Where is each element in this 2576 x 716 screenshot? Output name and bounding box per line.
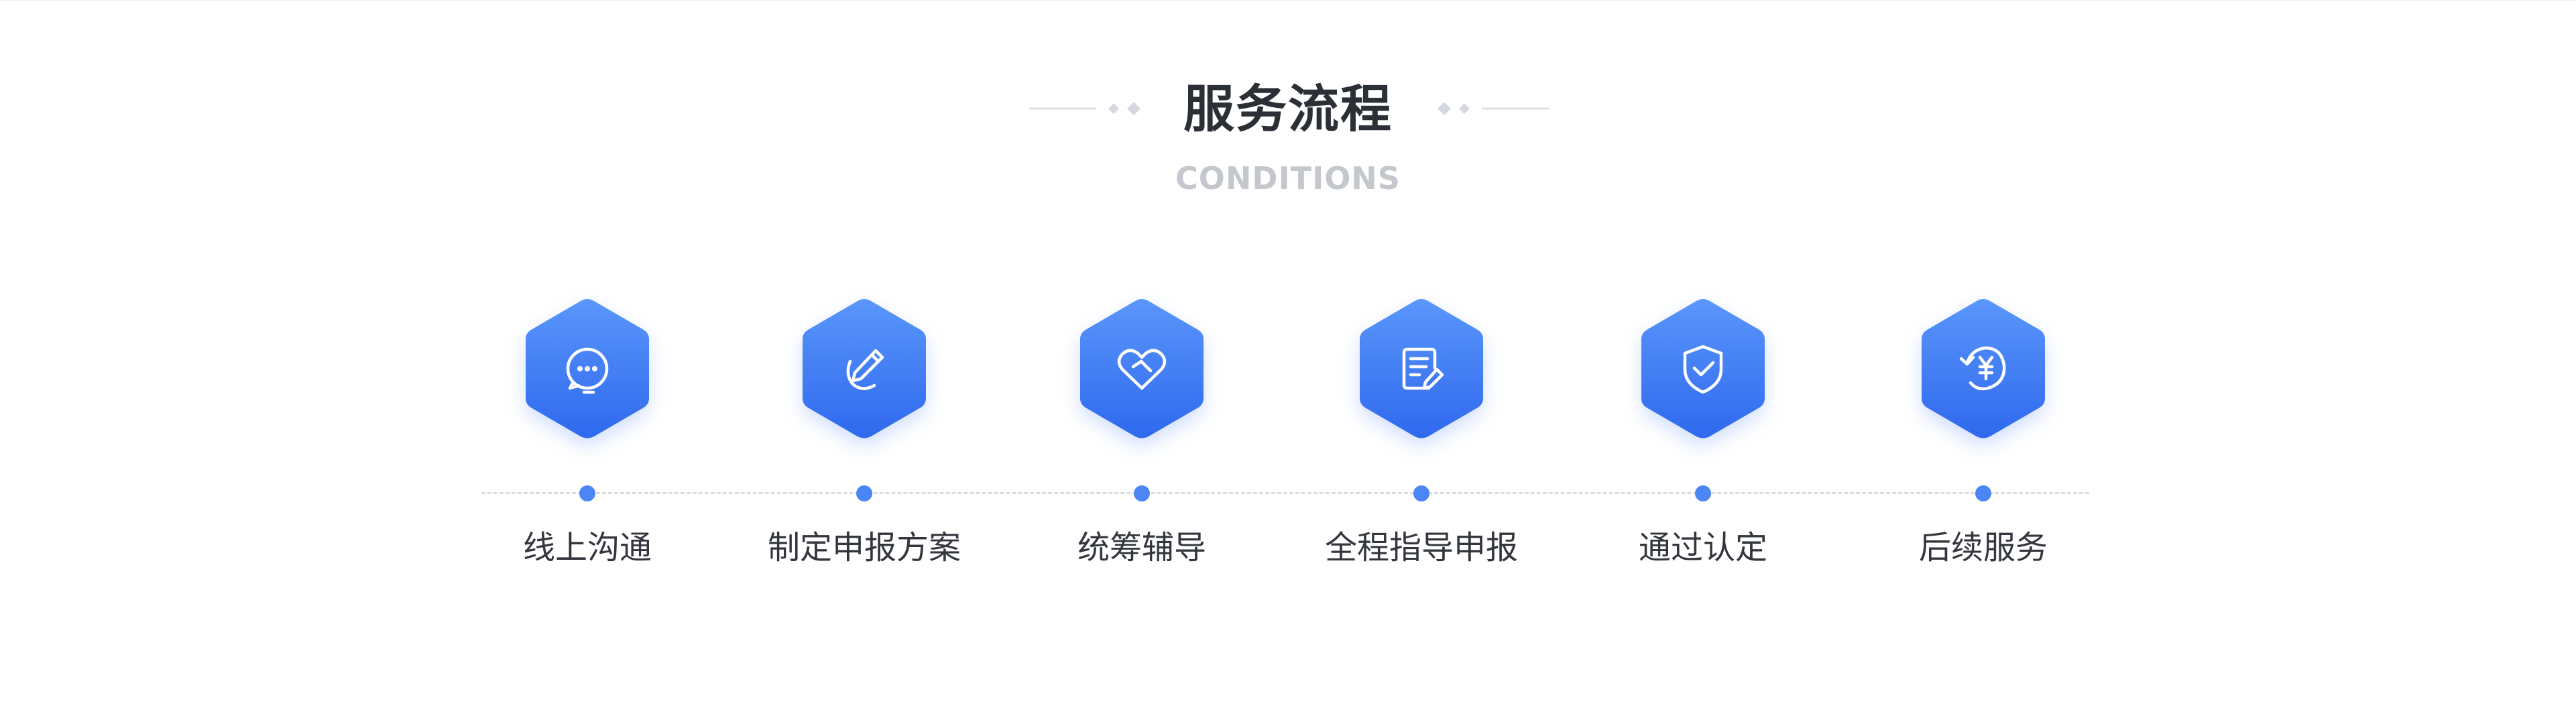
process-step-certified: 通过认定 <box>1592 296 1814 578</box>
timeline-dot <box>1413 485 1429 501</box>
section-title: 服务流程 <box>1183 79 1393 139</box>
step-label: 通过认定 <box>1638 529 1767 566</box>
timeline-dot <box>856 485 872 501</box>
process-step-full-guidance: 全程指导申报 <box>1311 296 1532 578</box>
step-hexagon <box>1639 296 1767 441</box>
step-label: 统筹辅导 <box>1077 529 1206 566</box>
pencil-edit-icon <box>846 349 884 390</box>
step-hexagon <box>800 296 929 441</box>
step-hexagon <box>523 296 652 441</box>
title-left-ornament-icon <box>1029 102 1140 115</box>
step-label: 后续服务 <box>1918 529 2048 566</box>
step-hexagon <box>1357 296 1486 441</box>
chat-bubble-icon <box>566 347 609 394</box>
step-label: 全程指导申报 <box>1324 529 1518 566</box>
step-label: 制定申报方案 <box>767 529 961 566</box>
process-step-after-service: 后续服务 <box>1873 296 2094 578</box>
timeline-dot <box>1695 485 1711 501</box>
document-edit-icon <box>1402 347 1444 390</box>
timeline-dot <box>579 485 595 501</box>
title-right-ornament-icon <box>1438 102 1549 115</box>
timeline-dot <box>1134 485 1150 501</box>
step-label: 线上沟通 <box>522 529 652 566</box>
timeline-dashed-line <box>481 492 2089 494</box>
timeline-dot <box>1975 485 1991 501</box>
heart-handshake-icon <box>1117 349 1167 390</box>
step-hexagon <box>1919 296 2048 441</box>
section-subtitle: CONDITIONS <box>1175 160 1401 196</box>
shield-check-icon <box>1683 345 1723 394</box>
process-step-online-communication: 线上沟通 <box>477 296 698 578</box>
process-step-plan: 制定申报方案 <box>754 296 975 578</box>
process-step-guidance: 统筹辅导 <box>1031 296 1252 578</box>
yuan-refresh-icon <box>1959 346 2006 391</box>
step-hexagon <box>1077 296 1206 441</box>
